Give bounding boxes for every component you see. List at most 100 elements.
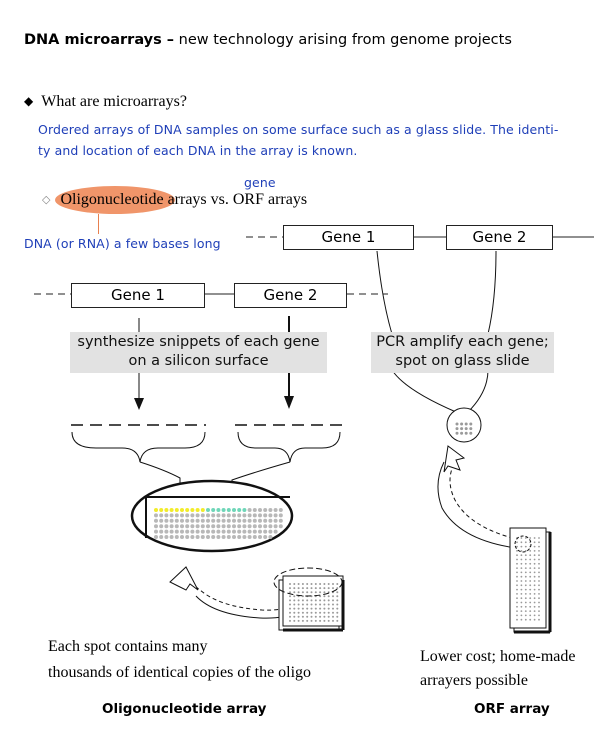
orf-circle-spot [464, 431, 468, 435]
chip-spot [221, 518, 226, 523]
slide-spot [289, 587, 291, 590]
orf-slide-spot [516, 584, 518, 587]
orf-slide-spot [529, 601, 532, 604]
chip-spot [180, 524, 184, 529]
chip-spot [159, 513, 164, 518]
slide-spot [310, 619, 313, 622]
chip-spot [258, 524, 262, 529]
slide-spot [319, 607, 322, 610]
slide-spot [319, 615, 322, 618]
oligo-chip-magnified [130, 479, 294, 553]
chip-spot [258, 529, 262, 534]
orf-slide-spot [538, 545, 540, 548]
slide-spot [327, 583, 330, 585]
chip-spot [200, 535, 205, 539]
oligo-gene1-spot [164, 508, 169, 512]
orf-slide-spot [520, 614, 523, 617]
slide-spot [289, 595, 291, 598]
chip-spot [268, 529, 273, 534]
chip-spot [247, 513, 252, 518]
orf-slide-spot [533, 558, 536, 561]
orf-slide-spot [529, 554, 532, 557]
gene-annotation: gene [244, 175, 276, 190]
chip-spot [268, 513, 273, 518]
orf-slide-spot [520, 558, 523, 561]
slide-spot [323, 599, 326, 602]
orf-circle-spot [455, 422, 459, 426]
slide-spot [310, 603, 313, 606]
orf-slide-spot [538, 567, 540, 569]
chip-spot [232, 529, 236, 534]
chip-spot [216, 529, 221, 534]
orf-slide-spot [529, 558, 532, 561]
orf-slide-spot [516, 554, 518, 557]
orf-slide-spot [516, 580, 518, 582]
orf-slide-spot [538, 618, 540, 621]
orf-slide-spot [529, 593, 532, 595]
orf-slide-spot [533, 614, 536, 617]
chip-spot [195, 513, 200, 518]
slide-spot [332, 603, 334, 606]
orf-slide-spot [529, 584, 532, 587]
orf-slide-spot [524, 537, 527, 539]
slide-spot [310, 607, 313, 610]
orf-slide-spot [538, 571, 540, 574]
chip-spot [159, 529, 164, 534]
chip-spot [263, 524, 268, 529]
slide-spot [306, 615, 309, 618]
oligo-zoom-arrow-head [169, 566, 199, 591]
slide-spot [301, 611, 304, 614]
slide-spot [293, 619, 296, 622]
page-title-bold: DNA microarrays – [24, 32, 175, 48]
chip-spot [242, 535, 247, 539]
chip-spot [185, 524, 190, 529]
orf-slide-spot [520, 571, 523, 574]
chip-spot [190, 513, 195, 518]
orf-slide-spot [538, 593, 540, 595]
chip-spot [206, 529, 210, 534]
slide-spot [297, 607, 300, 610]
orf-slide-spot [516, 545, 518, 548]
oligonucleotide-word: Oligonucleotide [60, 191, 164, 208]
chip-spot [200, 529, 205, 534]
chip-spot [159, 535, 164, 539]
chip-spot [237, 518, 242, 523]
chip-spot [242, 513, 247, 518]
chip-spot [211, 535, 216, 539]
orf-slide-spot [538, 537, 540, 539]
brace-left [71, 431, 206, 463]
slide-spot [327, 619, 330, 622]
orf-slide-spot [520, 618, 523, 621]
slide-spot [314, 615, 317, 618]
chip-spot [185, 529, 190, 534]
cost-note-line2: arrayers possible [420, 672, 528, 689]
slide-spot [301, 587, 304, 590]
orf-slide-spot [529, 618, 532, 621]
orf-slide-spot [516, 588, 518, 591]
chip-spot [185, 535, 190, 539]
chip-spot [273, 529, 278, 534]
slide-spot [293, 611, 296, 614]
slide-spot [332, 619, 334, 622]
slide-spot [336, 611, 339, 614]
slide-spot [319, 591, 322, 594]
slide-spot [336, 587, 339, 590]
orf-slide-spot [538, 605, 540, 608]
orf-slide-spot [516, 593, 518, 595]
orf-slide-spot [529, 605, 532, 608]
chip-spot [237, 524, 242, 529]
orf-slide-spot [529, 610, 532, 612]
chip-spot [232, 535, 236, 539]
spot-note-line1: Each spot contains many [48, 638, 208, 655]
oligo-gene2-spot [216, 508, 221, 512]
chip-spot [180, 518, 184, 523]
orf-slide-spot [516, 597, 518, 600]
slide-spot [327, 587, 330, 590]
orf-slide-spot [524, 614, 527, 617]
chip-spot [180, 529, 184, 534]
oligo-gene1-spot [159, 508, 164, 512]
slide-spot [319, 583, 322, 585]
question-item: ◆ What are microarrays? [24, 93, 187, 111]
slide-spot [323, 607, 326, 610]
slide-spot [336, 615, 339, 618]
